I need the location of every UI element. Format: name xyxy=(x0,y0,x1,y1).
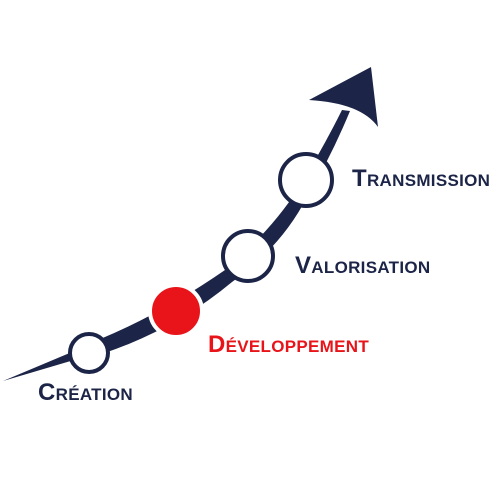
growth-curve xyxy=(72,110,350,362)
node-valorisation xyxy=(221,229,275,283)
node-transmission xyxy=(278,152,334,208)
stage-label-developpement: Développement xyxy=(208,331,370,358)
stage-label-transmission: Transmission xyxy=(352,165,491,192)
node-developpement xyxy=(148,283,204,339)
arrow-head-icon xyxy=(309,67,378,127)
curve-tail xyxy=(3,352,74,381)
stage-label-valorisation: Valorisation xyxy=(295,252,431,279)
stage-label-creation: Création xyxy=(38,379,133,406)
node-creation xyxy=(68,332,110,374)
